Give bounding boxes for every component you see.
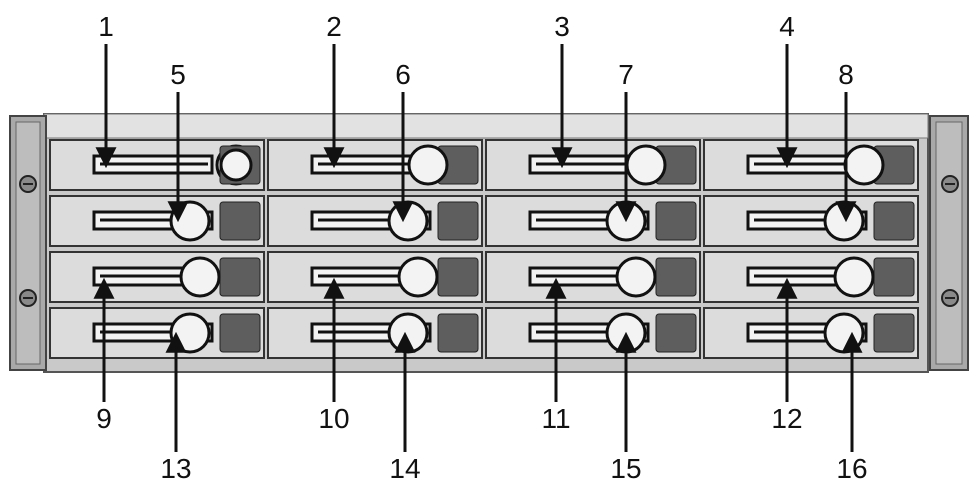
bay-number-label: 16 [836, 453, 867, 484]
bay-number-label: 8 [838, 59, 854, 90]
drive-bay[interactable] [49, 251, 265, 303]
rack-screw-icon [941, 289, 959, 307]
drive-bay[interactable] [49, 307, 265, 359]
drive-latch-icon [625, 144, 667, 186]
rack-screw-icon [941, 175, 959, 193]
drive-latch-icon [823, 312, 865, 354]
drive-bay[interactable] [485, 195, 701, 247]
drive-bay[interactable] [267, 139, 483, 191]
drive-latch-icon [833, 256, 875, 298]
drive-bay[interactable] [267, 251, 483, 303]
led-panel [219, 257, 261, 297]
drive-bay[interactable] [703, 139, 919, 191]
rack-screw-icon [19, 175, 37, 193]
bay-number-label: 4 [779, 11, 795, 42]
drive-bay[interactable] [49, 195, 265, 247]
drive-latch-icon [843, 144, 885, 186]
drive-bay[interactable] [267, 195, 483, 247]
led-panel [219, 313, 261, 353]
drive-latch-icon [387, 200, 429, 242]
bay-number-label: 12 [771, 403, 802, 434]
led-panel [655, 313, 697, 353]
drive-latch-icon [387, 312, 429, 354]
bay-number-label: 5 [170, 59, 186, 90]
drive-bay[interactable] [703, 195, 919, 247]
drive-latch-icon [615, 256, 657, 298]
chassis-top-lip [43, 113, 929, 139]
bay-number-label: 9 [96, 403, 112, 434]
led-panel [873, 201, 915, 241]
drive-latch-icon [397, 256, 439, 298]
bay-number-label: 10 [318, 403, 349, 434]
bay-number-label: 1 [98, 11, 114, 42]
drive-bay[interactable] [485, 251, 701, 303]
drive-bay[interactable] [485, 307, 701, 359]
led-panel [437, 201, 479, 241]
drive-bay[interactable] [703, 307, 919, 359]
bay-number-label: 2 [326, 11, 342, 42]
left-rack-ear [9, 115, 47, 371]
led-panel [873, 257, 915, 297]
led-panel [655, 201, 697, 241]
bay-number-label: 7 [618, 59, 634, 90]
bay-number-label: 11 [541, 403, 570, 434]
led-panel [219, 201, 261, 241]
bay-number-label: 13 [160, 453, 191, 484]
led-panel [437, 257, 479, 297]
led-panel [873, 313, 915, 353]
bay-number-label: 3 [554, 11, 570, 42]
right-rack-ear [929, 115, 969, 371]
drive-latch-icon [823, 200, 865, 242]
drive-latch-icon [179, 256, 221, 298]
drive-bay[interactable] [49, 139, 265, 191]
led-panel [437, 313, 479, 353]
led-panel [655, 257, 697, 297]
drive-bay[interactable] [267, 307, 483, 359]
bay-number-label: 14 [389, 453, 420, 484]
drive-bay[interactable] [703, 251, 919, 303]
rack-screw-icon [19, 289, 37, 307]
drive-latch-icon [407, 144, 449, 186]
bay-number-label: 15 [610, 453, 641, 484]
bay-number-label: 6 [395, 59, 411, 90]
drive-bay[interactable] [485, 139, 701, 191]
